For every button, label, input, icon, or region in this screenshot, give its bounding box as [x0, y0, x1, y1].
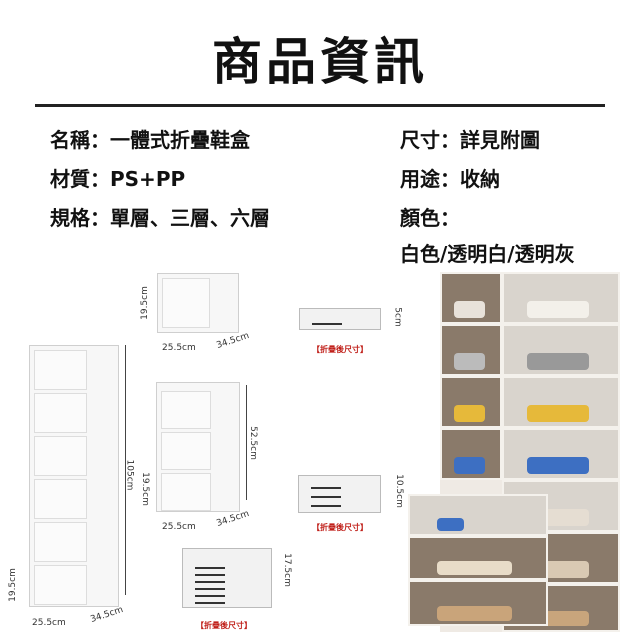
spec-sizes: 規格：單層、三層、六層	[50, 206, 270, 230]
triple-folded-height: 10.5cm	[393, 474, 404, 508]
spec-colors: 白色/透明白/透明灰	[400, 242, 575, 266]
folded-label: 【折疊後尺寸】	[196, 621, 252, 630]
triple-unit-height: 19.5cm	[139, 472, 150, 506]
six-depth: 34.5cm	[89, 605, 125, 625]
spec-usage: 用途：收納	[400, 167, 500, 191]
product-photo	[408, 272, 620, 632]
single-folded-height: 5cm	[392, 307, 403, 327]
single-box	[157, 273, 239, 333]
spec-name: 名稱：一體式折疊鞋盒	[50, 128, 250, 152]
six-total-height: 105cm	[124, 459, 135, 491]
single-height: 19.5cm	[139, 286, 150, 320]
triple-box	[156, 382, 240, 512]
spec-color-label: 顏色：	[400, 206, 460, 230]
page-title: 商品資訊	[212, 33, 428, 91]
single-width: 25.5cm	[162, 343, 196, 353]
single-depth: 34.5cm	[215, 331, 251, 351]
triple-depth: 34.5cm	[215, 509, 251, 529]
folded-label: 【折疊後尺寸】	[312, 523, 368, 532]
spec-material: 材質：PS+PP	[50, 167, 186, 191]
divider	[35, 104, 605, 107]
triple-total-height: 52.5cm	[247, 426, 258, 460]
triple-folded	[298, 475, 381, 513]
folded-label: 【折疊後尺寸】	[312, 345, 368, 354]
six-folded	[182, 548, 272, 608]
six-folded-height: 17.5cm	[281, 553, 292, 587]
six-width: 25.5cm	[32, 618, 66, 628]
triple-width: 25.5cm	[162, 522, 196, 532]
six-unit-height: 19.5cm	[7, 568, 18, 602]
spec-dimensions: 尺寸：詳見附圖	[400, 128, 540, 152]
six-tier-box	[29, 345, 119, 607]
single-folded	[299, 308, 381, 330]
